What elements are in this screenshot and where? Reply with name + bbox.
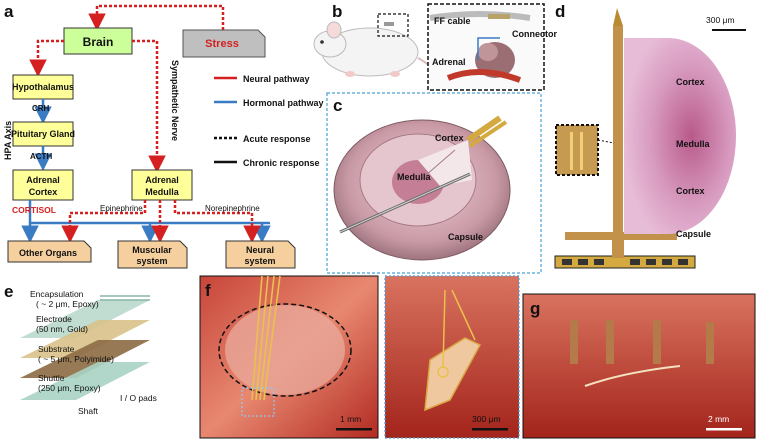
adrenal-medulla-label-2: Medulla	[145, 187, 179, 197]
other-organs-box	[7, 240, 92, 263]
c-capsule-label: Capsule	[448, 232, 483, 242]
encapsulation-label-1: Encapsulation	[30, 289, 84, 299]
legend-hormonal-label: Hormonal pathway	[243, 98, 324, 108]
io-pad-strip	[562, 259, 688, 265]
probe-leads	[251, 275, 281, 401]
electrode-label-1: Electrode	[36, 314, 72, 324]
substrate-label-2: ( ~ 5 μm, Polyimide)	[38, 354, 114, 364]
panel-label-b: b	[332, 2, 342, 21]
cortisol-label: CORTISOL	[12, 205, 56, 215]
panel-label-f: f	[205, 281, 211, 300]
d-cortex-top-label: Cortex	[676, 77, 705, 87]
muscular-label-2: system	[136, 256, 167, 266]
adrenal-cortex-label-2: Cortex	[29, 187, 58, 197]
panel-label-c: c	[333, 96, 342, 115]
adrenal-cross-section	[333, 115, 511, 261]
adrenal-medulla-label-1: Adrenal	[145, 175, 179, 185]
ff-cable-label: FF cable	[434, 16, 471, 26]
implant-photo	[522, 293, 756, 439]
mouse-implant	[384, 22, 394, 26]
d-cortex-bottom-label: Cortex	[676, 186, 705, 196]
io-pads-label: I / O pads	[120, 393, 157, 403]
crh-label: CRH	[32, 104, 50, 113]
inset-anatomy	[429, 11, 531, 83]
g-scale-label: 2 mm	[708, 414, 729, 424]
adrenal-label: Adrenal	[432, 57, 466, 67]
d-medulla-label: Medulla	[676, 139, 710, 149]
brain-to-hypothalamus-arrow	[29, 39, 64, 77]
electrode-zoom-inset	[555, 124, 599, 176]
brain-label: Brain	[83, 35, 114, 49]
encapsulation-label-2: ( ~ 2 μm, Epoxy)	[36, 299, 99, 309]
legend-neural-label: Neural pathway	[243, 74, 310, 84]
zoom-leader	[597, 139, 615, 144]
exploded-layer-stack	[20, 295, 150, 400]
panel-label-g: g	[530, 299, 540, 318]
norepi-to-neural-arrow	[173, 200, 261, 243]
implant-posts	[570, 320, 714, 364]
f-scale-bar-left	[336, 428, 372, 431]
f-scale-label-left: 1 mm	[340, 414, 361, 424]
zoom-lead	[442, 289, 446, 369]
muscular-system-box	[117, 240, 188, 269]
shuttle-label-2: (250 μm, Epoxy)	[38, 383, 101, 393]
electrode-trace	[580, 132, 583, 170]
hypothalamus-label: Hypothalamus	[12, 82, 74, 92]
hpa-axis-label: HPA Axis	[3, 121, 13, 160]
g-scale-bar	[706, 428, 742, 431]
adrenal-cortex-label-1: Adrenal	[26, 175, 60, 185]
connector-label: Connector	[512, 29, 557, 39]
acth-label: ACTH	[30, 152, 52, 161]
f-scale-label-right: 300 μm	[472, 414, 501, 424]
stress-to-brain-arrow	[88, 4, 225, 31]
legend-chronic-label: Chronic response	[243, 158, 320, 168]
electrode-label-2: (50 nm, Gold)	[36, 324, 88, 334]
panel-label-a: a	[4, 2, 14, 21]
neural-label-2: system	[244, 256, 275, 266]
d-capsule-label: Capsule	[676, 229, 711, 239]
f-scale-bar-right	[472, 428, 508, 431]
substrate-label-1: Substrate	[38, 344, 75, 354]
adrenal-cortex-box	[12, 169, 74, 201]
adrenal-gland-region	[225, 305, 345, 395]
panel-label-e: e	[4, 282, 13, 301]
neural-label-1: Neural	[246, 245, 274, 255]
adrenal-outline	[218, 303, 352, 397]
other-organs-label: Other Organs	[19, 248, 77, 258]
zoom-lead	[451, 289, 476, 341]
probe-shank	[554, 8, 696, 269]
epi-to-organs-arrow	[61, 200, 147, 243]
muscular-label-1: Muscular	[132, 245, 172, 255]
tissue-section	[624, 38, 736, 234]
adrenal-medulla-box	[131, 169, 193, 201]
c-cortex-label: Cortex	[435, 133, 464, 143]
mouse-zoom-box	[377, 13, 409, 37]
legend-acute-label: Acute response	[243, 134, 311, 144]
shaft-label: Shaft	[78, 406, 98, 416]
pituitary-label: Pituitary Gland	[11, 129, 75, 139]
neural-system-box	[225, 240, 296, 269]
sympathetic-nerve-label: Sympathetic Nerve	[170, 60, 180, 141]
epinephrine-label: Epinephrine	[100, 204, 143, 213]
panel-label-d: d	[555, 2, 565, 21]
electrode-trace	[570, 132, 573, 170]
c-medulla-label: Medulla	[397, 172, 431, 182]
mouse-illustration	[313, 21, 434, 79]
norepinephrine-label: Norepinephrine	[205, 204, 260, 213]
stress-label: Stress	[205, 38, 239, 50]
stress-box	[182, 29, 266, 58]
brain-to-medulla-arrow	[132, 39, 166, 173]
d-scale-label: 300 μm	[706, 15, 735, 25]
implanted-probe	[584, 365, 681, 387]
shuttle-label-1: Shuttle	[38, 373, 65, 383]
probe-tip-zoomed	[424, 337, 482, 412]
probe-tip-zoom-box	[241, 387, 275, 417]
